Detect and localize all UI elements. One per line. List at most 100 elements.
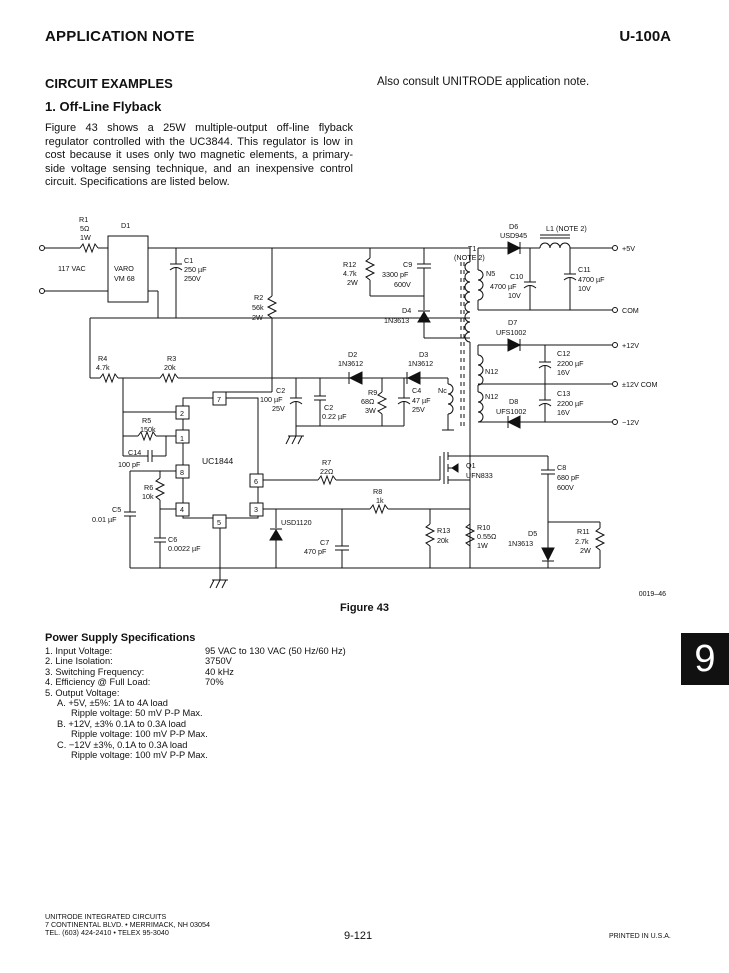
pin-1-label: 1 [180, 434, 184, 443]
section-tab: 9 [681, 633, 729, 685]
c4-rating: 25V [412, 405, 425, 414]
c5-label: C5 [112, 505, 121, 514]
out-12com-label: ±12V COM [622, 380, 658, 389]
specs-list: 1. Input Voltage: 95 VAC to 130 VAC (50 H… [45, 646, 346, 760]
pin-5-label: 5 [217, 518, 221, 527]
c9-rating: 600V [394, 280, 411, 289]
d6-label: D6 [509, 222, 518, 231]
spec-row: 2. Line Isolation:3750V [45, 656, 346, 666]
footer-company: UNITRODE INTEGRATED CIRCUITS [45, 912, 167, 921]
d4-part: 1N3613 [384, 316, 409, 325]
bridge-model: VM 68 [114, 274, 135, 283]
spec-label: 5. Output Voltage: [45, 687, 120, 698]
c10-label: C10 [510, 272, 523, 281]
spec-value: 95 VAC to 130 VAC (50 Hz/60 Hz) [205, 646, 346, 656]
bridge-label: VARO [114, 264, 134, 273]
section-title: CIRCUIT EXAMPLES [45, 76, 173, 91]
ac-input-terminal-bottom [39, 288, 45, 294]
c8-label: C8 [557, 463, 566, 472]
r10-resistor [464, 523, 476, 547]
ac-input-label: 117 VAC [58, 264, 86, 273]
flyback-schematic: R1 5Ω 1W D1 117 VAC VARO VM 68 C1 250 µF… [39, 215, 658, 589]
r2-label: R2 [254, 293, 263, 302]
d2-label: D2 [348, 350, 357, 359]
r11-rating: 2W [580, 546, 591, 555]
r9-value: 68Ω [361, 397, 375, 406]
usd1120-diode [269, 529, 283, 541]
bridge-rectifier [107, 235, 149, 303]
c9-label: C9 [403, 260, 412, 269]
r13-resistor [424, 523, 436, 547]
c2b-label: C2 [324, 403, 333, 412]
r4-value: 4.7k [96, 363, 110, 372]
c6-label: C6 [168, 535, 177, 544]
n12-upper-winding [477, 354, 484, 386]
r5-value: 150k [140, 425, 156, 434]
r9-resistor [376, 391, 388, 415]
r7-value: 22Ω [320, 467, 334, 476]
c10-rating: 10V [508, 291, 521, 300]
t1-note: (NOTE 2) [454, 253, 485, 262]
r12-resistor [364, 257, 376, 281]
c2a-label: C2 [276, 386, 285, 395]
d5-diode [541, 547, 555, 562]
d6-part: USD945 [500, 231, 527, 240]
spec-label: 1. Input Voltage: [45, 646, 113, 656]
r9-rating: 3W [365, 406, 376, 415]
r10-rating: 1W [477, 541, 488, 550]
n12-lower-winding [477, 391, 484, 423]
output-b: B. +12V, ±3% 0.1A to 0.3A load [57, 718, 187, 729]
out-12v-terminal [612, 342, 618, 348]
r3-value: 20k [164, 363, 176, 372]
c12-value: 2200 µF [557, 359, 584, 368]
r10-value: 0.55Ω [477, 532, 497, 541]
r1-rating: 1W [80, 233, 91, 242]
out-12com-terminal [612, 381, 618, 387]
d5-part: 1N3613 [508, 539, 533, 548]
c4-label: C4 [412, 386, 421, 395]
c8-value: 680 pF [557, 473, 580, 482]
r11-label: R11 [577, 527, 590, 536]
out-5v-terminal [612, 245, 618, 251]
n12-lower-label: N12 [485, 392, 498, 401]
spec-value: 40 kHz [205, 666, 234, 677]
c12-label: C12 [557, 349, 570, 358]
c5-value: 0.01 µF [92, 515, 117, 524]
r4-resistor [99, 372, 119, 384]
out-12v-label: +12V [622, 341, 639, 350]
t1-primary-winding [464, 261, 471, 343]
c11-label: C11 [578, 265, 591, 274]
spec-label: 4. Efficiency @ Full Load: [45, 677, 151, 688]
intro-paragraph: Figure 43 shows a 25W multiple-output of… [45, 122, 353, 189]
c7-label: C7 [320, 538, 329, 547]
c13-rating: 16V [557, 408, 570, 417]
out-m12v-terminal [612, 419, 618, 425]
pin-2-label: 2 [180, 409, 184, 418]
spec-row: 3. Switching Frequency: 40 kHz [45, 667, 346, 677]
r5-label: R5 [142, 416, 151, 425]
r6-label: R6 [144, 483, 153, 492]
d7-label: D7 [508, 318, 517, 327]
r13-label: R13 [437, 526, 450, 535]
spec-label: 3. Switching Frequency: [45, 666, 145, 677]
pin-7-box [212, 391, 227, 406]
printed-in: PRINTED IN U.S.A. [609, 933, 671, 940]
out-m12v-label: −12V [622, 418, 639, 427]
header-title: APPLICATION NOTE [45, 28, 195, 45]
t1-label: T1 [468, 244, 476, 253]
l1-label: L1 (NOTE 2) [546, 224, 587, 233]
d2-part: 1N3612 [338, 359, 363, 368]
footer-address: UNITRODE INTEGRATED CIRCUITS 7 CONTINENT… [45, 913, 210, 937]
subsection-title: 1. Off-Line Flyback [45, 99, 162, 114]
r11-resistor [594, 527, 606, 551]
r9-label: R9 [368, 388, 377, 397]
r7-resistor [317, 474, 337, 486]
q1-part: UFN833 [466, 471, 493, 480]
pin-6-label: 6 [254, 477, 258, 486]
pin-3-label: 3 [254, 505, 258, 514]
spec-row: 5. Output Voltage: [45, 688, 346, 698]
c2a-value: 100 µF [260, 395, 283, 404]
c10-value: 4700 µF [490, 282, 517, 291]
c14-value: 100 pF [118, 460, 141, 469]
d3-diode [406, 371, 421, 385]
